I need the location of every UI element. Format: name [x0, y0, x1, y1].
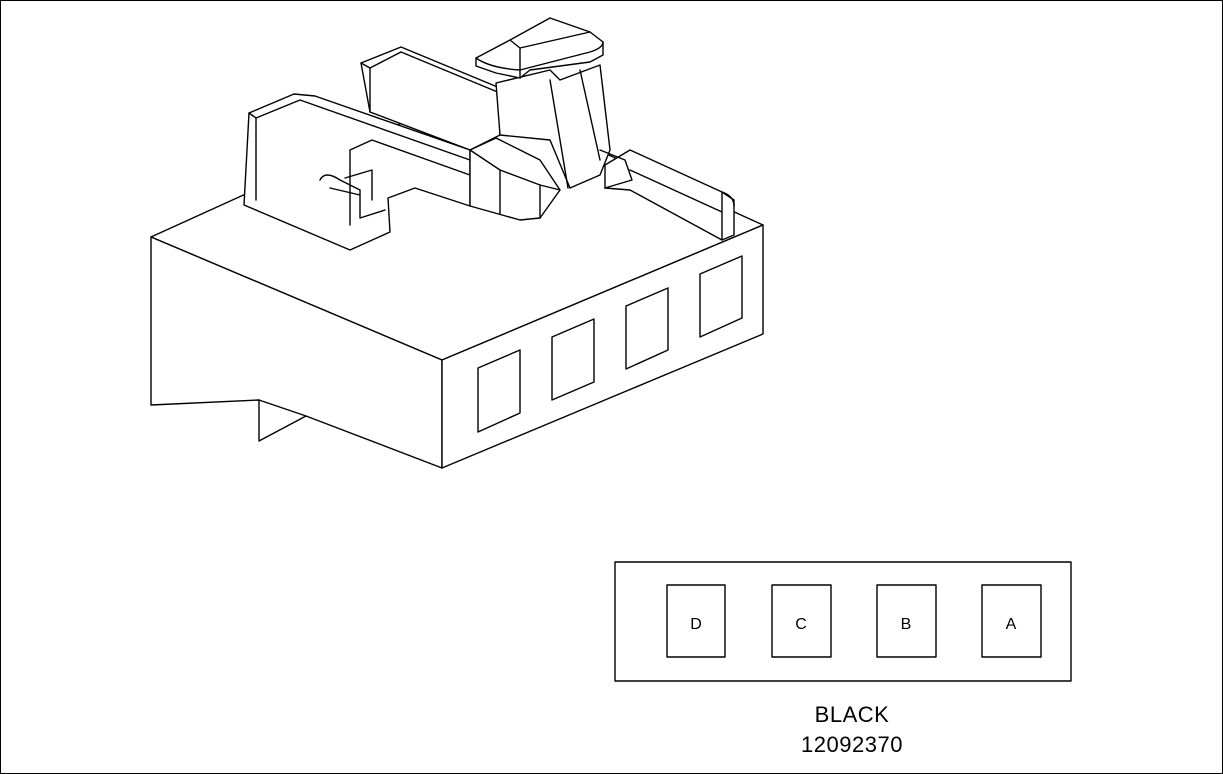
lock-arm-pillar [495, 64, 611, 189]
left-latch-body [243, 93, 471, 251]
pin-label: C [795, 616, 807, 633]
lock-tab [475, 17, 604, 79]
pin-cavity-box [981, 584, 1042, 658]
cavity-opening [625, 287, 669, 370]
cavity-opening [477, 349, 521, 433]
left-latch-slot [329, 169, 373, 201]
pin-cavity-c: C [771, 584, 832, 658]
pin-label: A [1006, 616, 1017, 633]
connector-body-notch [258, 399, 307, 417]
lock-tab-edge [475, 31, 604, 79]
connector-color-label: BLACK [814, 702, 890, 727]
side-rail [604, 149, 735, 241]
pin-cavity-b: B [876, 584, 937, 658]
pin-cavity-box [876, 584, 937, 658]
connector-3d-view [150, 17, 764, 469]
cavity-opening [551, 318, 595, 401]
connector-body-front-face [441, 224, 764, 469]
connector-face-view: D C B A [614, 561, 1072, 682]
rear-latch-edge [369, 51, 501, 94]
lever-channel-edge [469, 149, 561, 219]
pin-label: B [901, 616, 912, 633]
connector-part-number: 12092370 [801, 732, 903, 757]
pin-label: D [690, 616, 702, 633]
pin-cavity-box [771, 584, 832, 658]
pin-cavity-box [666, 584, 726, 658]
left-latch-edge [248, 99, 471, 226]
lock-arm-pillar-edge [549, 69, 633, 189]
pin-cavity-a: A [981, 584, 1042, 658]
cavity-opening [699, 255, 743, 338]
pin-cavity-d: D [666, 584, 726, 658]
lever-channel [469, 137, 561, 221]
side-rail-edge [629, 169, 735, 241]
